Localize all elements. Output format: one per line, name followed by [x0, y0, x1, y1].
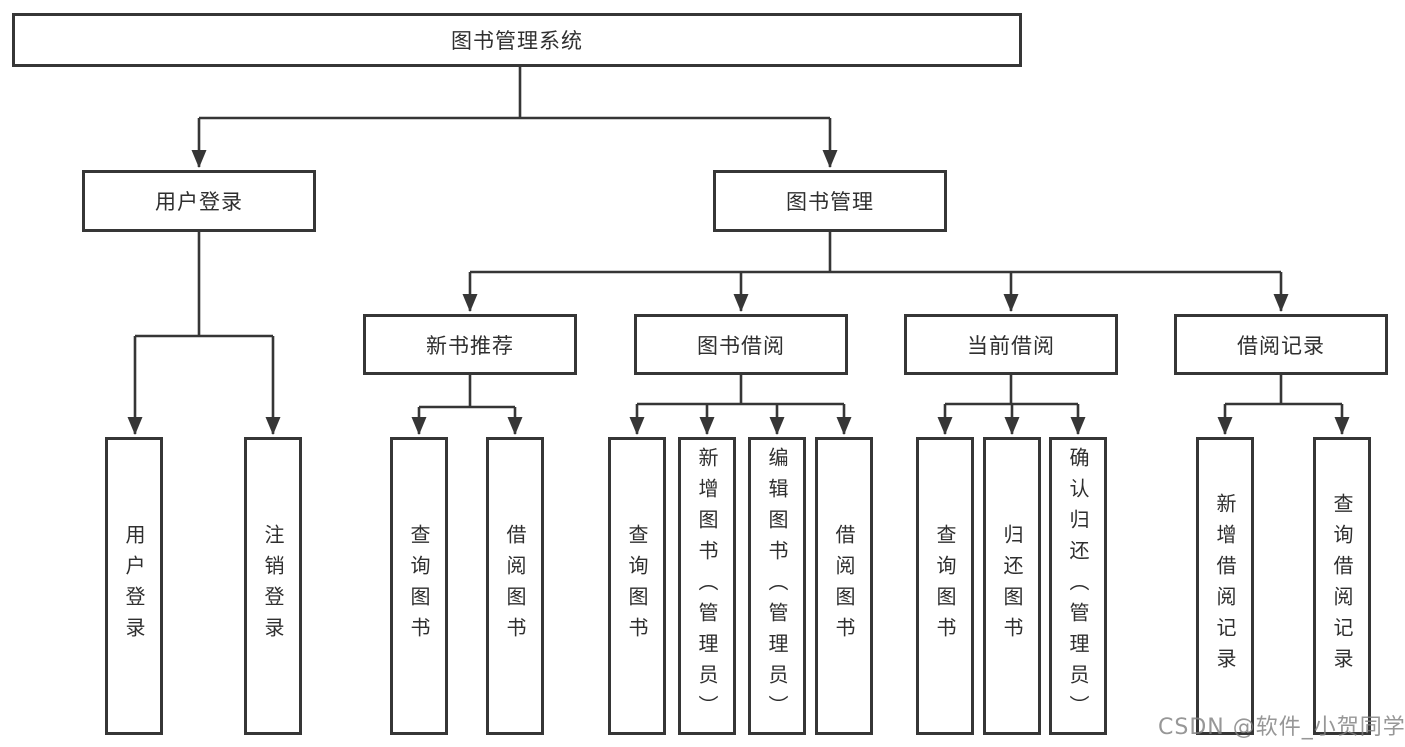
leaf-recommend-borrow-books: 借阅图书 [486, 437, 544, 735]
leaf-records-query-borrow-record: 查询借阅记录 [1313, 437, 1371, 735]
leaf-borrowing-query-books: 查询图书 [608, 437, 666, 735]
leaf-logout: 注销登录 [244, 437, 302, 735]
node-label: 图书管理系统 [451, 29, 583, 53]
node-label: 图书管理 [786, 190, 874, 214]
leaf-label: 借阅图书 [503, 524, 527, 648]
leaf-label: 新增借阅记录 [1213, 493, 1237, 679]
node-label: 借阅记录 [1237, 333, 1325, 358]
node-new-book-recommendation: 新书推荐 [363, 314, 577, 375]
leaf-label: 查询图书 [625, 524, 649, 648]
node-label: 用户登录 [155, 190, 243, 214]
node-label: 当前借阅 [967, 333, 1055, 358]
leaf-records-add-borrow-record: 新增借阅记录 [1196, 437, 1254, 735]
leaf-borrowing-edit-books-admin: 编辑图书（管理员） [748, 437, 806, 735]
leaf-current-query-books: 查询图书 [916, 437, 974, 735]
leaf-label: 查询借阅记录 [1330, 493, 1354, 679]
node-label: 新书推荐 [426, 333, 514, 358]
node-book-management: 图书管理 [713, 170, 947, 232]
leaf-label: 借阅图书 [832, 524, 856, 648]
leaf-label: 查询图书 [407, 524, 431, 648]
leaf-label: 新增图书（管理员） [695, 446, 719, 726]
leaf-label: 查询图书 [933, 524, 957, 648]
leaf-current-confirm-return-admin: 确认归还（管理员） [1049, 437, 1107, 735]
leaf-borrowing-add-books-admin: 新增图书（管理员） [678, 437, 736, 735]
leaf-current-return-books: 归还图书 [983, 437, 1041, 735]
leaf-label: 注销登录 [261, 524, 285, 648]
leaf-label: 编辑图书（管理员） [765, 446, 789, 726]
node-user-login: 用户登录 [82, 170, 316, 232]
leaf-label: 确认归还（管理员） [1066, 446, 1090, 726]
leaf-recommend-query-books: 查询图书 [390, 437, 448, 735]
node-borrowing-records: 借阅记录 [1174, 314, 1388, 375]
leaf-borrowing-borrow-books: 借阅图书 [815, 437, 873, 735]
leaf-label: 用户登录 [122, 524, 146, 648]
leaf-label: 归还图书 [1000, 524, 1024, 648]
node-library-management-system: 图书管理系统 [12, 13, 1022, 67]
node-book-borrowing: 图书借阅 [634, 314, 848, 375]
csdn-watermark: CSDN @软件_小贺同学 [1158, 715, 1405, 740]
leaf-user-login: 用户登录 [105, 437, 163, 735]
node-label: 图书借阅 [697, 333, 785, 358]
node-current-borrowing: 当前借阅 [904, 314, 1118, 375]
